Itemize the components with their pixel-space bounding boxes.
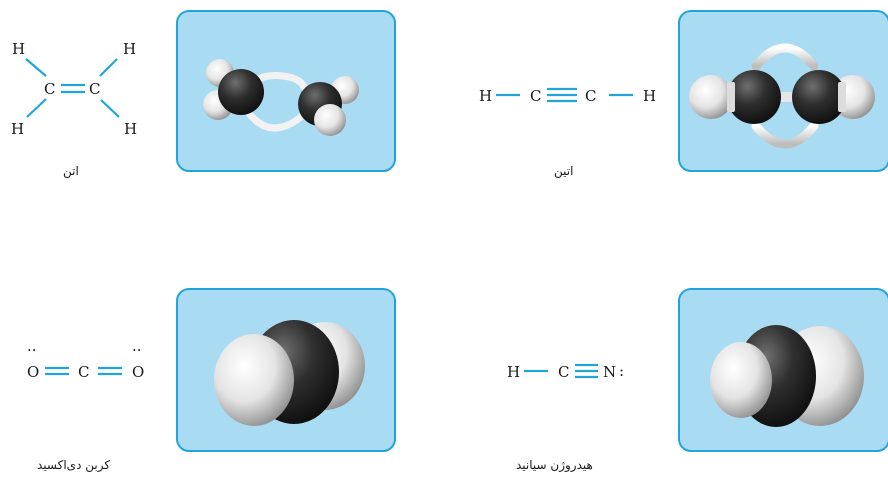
atom-h: H	[479, 87, 492, 105]
lone-pair-mark: ··	[27, 341, 37, 359]
atom-h: H	[11, 120, 24, 138]
bond-ch-top-right	[99, 58, 118, 77]
atom-c: C	[585, 87, 596, 105]
bond-ch-bottom-right	[100, 99, 120, 118]
lone-pair-mark: :	[619, 362, 624, 380]
atom-n: N	[603, 363, 616, 381]
sigma-bond-tube	[770, 92, 800, 102]
atom-o: O	[132, 363, 144, 381]
hydrogen-cyanide-space-filling-model	[678, 288, 888, 452]
atom-h: H	[12, 40, 25, 58]
ethene-structural-formula: H H H H C C	[11, 40, 137, 138]
lone-pair-mark: ··	[132, 341, 142, 359]
atom-h: H	[643, 87, 656, 105]
ethyne-model-drawing	[689, 43, 875, 149]
hydrogen-atom	[710, 342, 772, 418]
ethyne-name: اتین	[554, 164, 574, 178]
atom-c: C	[530, 87, 541, 105]
atom-h: H	[124, 120, 137, 138]
atom-c: C	[89, 80, 100, 98]
pi-bond-tube-bottom	[751, 121, 819, 149]
bond-ch-top-left	[25, 58, 47, 77]
hydrogen-atom	[689, 75, 733, 119]
carbon-atom	[727, 70, 781, 124]
carbon-dioxide-name: کربن دی‌اکسید	[37, 458, 111, 472]
bond-ch-bottom-left	[26, 98, 47, 118]
atom-c: C	[558, 363, 569, 381]
ethene-space-filling-model	[176, 10, 396, 172]
carbon-atom	[792, 70, 846, 124]
hydrogen-cyanide-structural-formula: H C N :	[507, 362, 624, 381]
carbon-atom	[218, 69, 264, 115]
atom-c: C	[78, 363, 89, 381]
bond-stub	[838, 82, 846, 112]
hydrogen-cyanide-model-drawing	[710, 325, 864, 427]
ethene-name: اتن	[63, 164, 79, 178]
hydrogen-atom	[314, 104, 346, 136]
oxygen-atom	[214, 334, 294, 426]
atom-c: C	[44, 80, 55, 98]
ethyne-structural-formula: H C C H	[479, 87, 656, 105]
ethene-model-drawing	[203, 59, 359, 136]
pi-bond-tube-top	[751, 43, 819, 71]
atom-h: H	[123, 40, 136, 58]
bond-stub	[727, 82, 735, 112]
atom-h: H	[507, 363, 520, 381]
hydrogen-cyanide-name: هیدروژن سیانید	[516, 458, 593, 472]
carbon-dioxide-structural-formula: ·· O C ·· O	[27, 341, 144, 381]
carbon-dioxide-model-drawing	[214, 320, 365, 426]
carbon-dioxide-space-filling-model	[176, 288, 396, 452]
atom-o: O	[27, 363, 39, 381]
ethyne-space-filling-model	[678, 10, 888, 172]
